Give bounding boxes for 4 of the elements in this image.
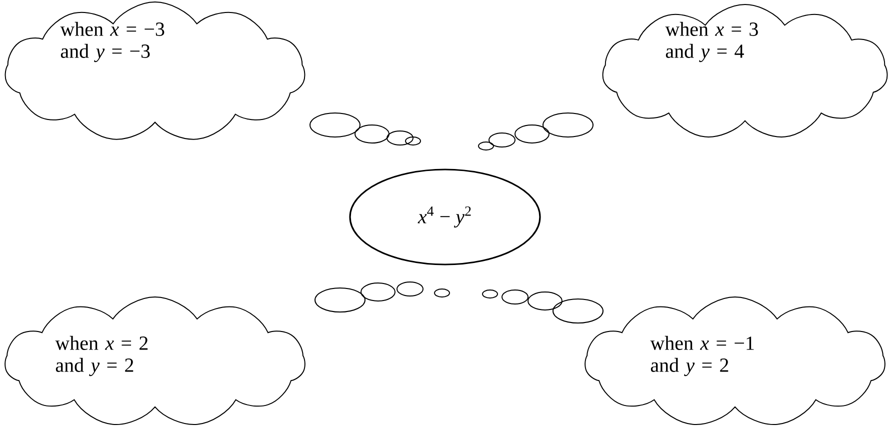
thought-cloud: when x = 3 and y = 4 bbox=[478, 4, 888, 150]
thought-cloud: when x = −3 and y = −3 bbox=[4, 2, 421, 146]
thought-cloud: when x = 2 and y = 2 bbox=[4, 282, 450, 425]
thought-cloud: when x = −1 and y = 2 bbox=[482, 290, 886, 425]
